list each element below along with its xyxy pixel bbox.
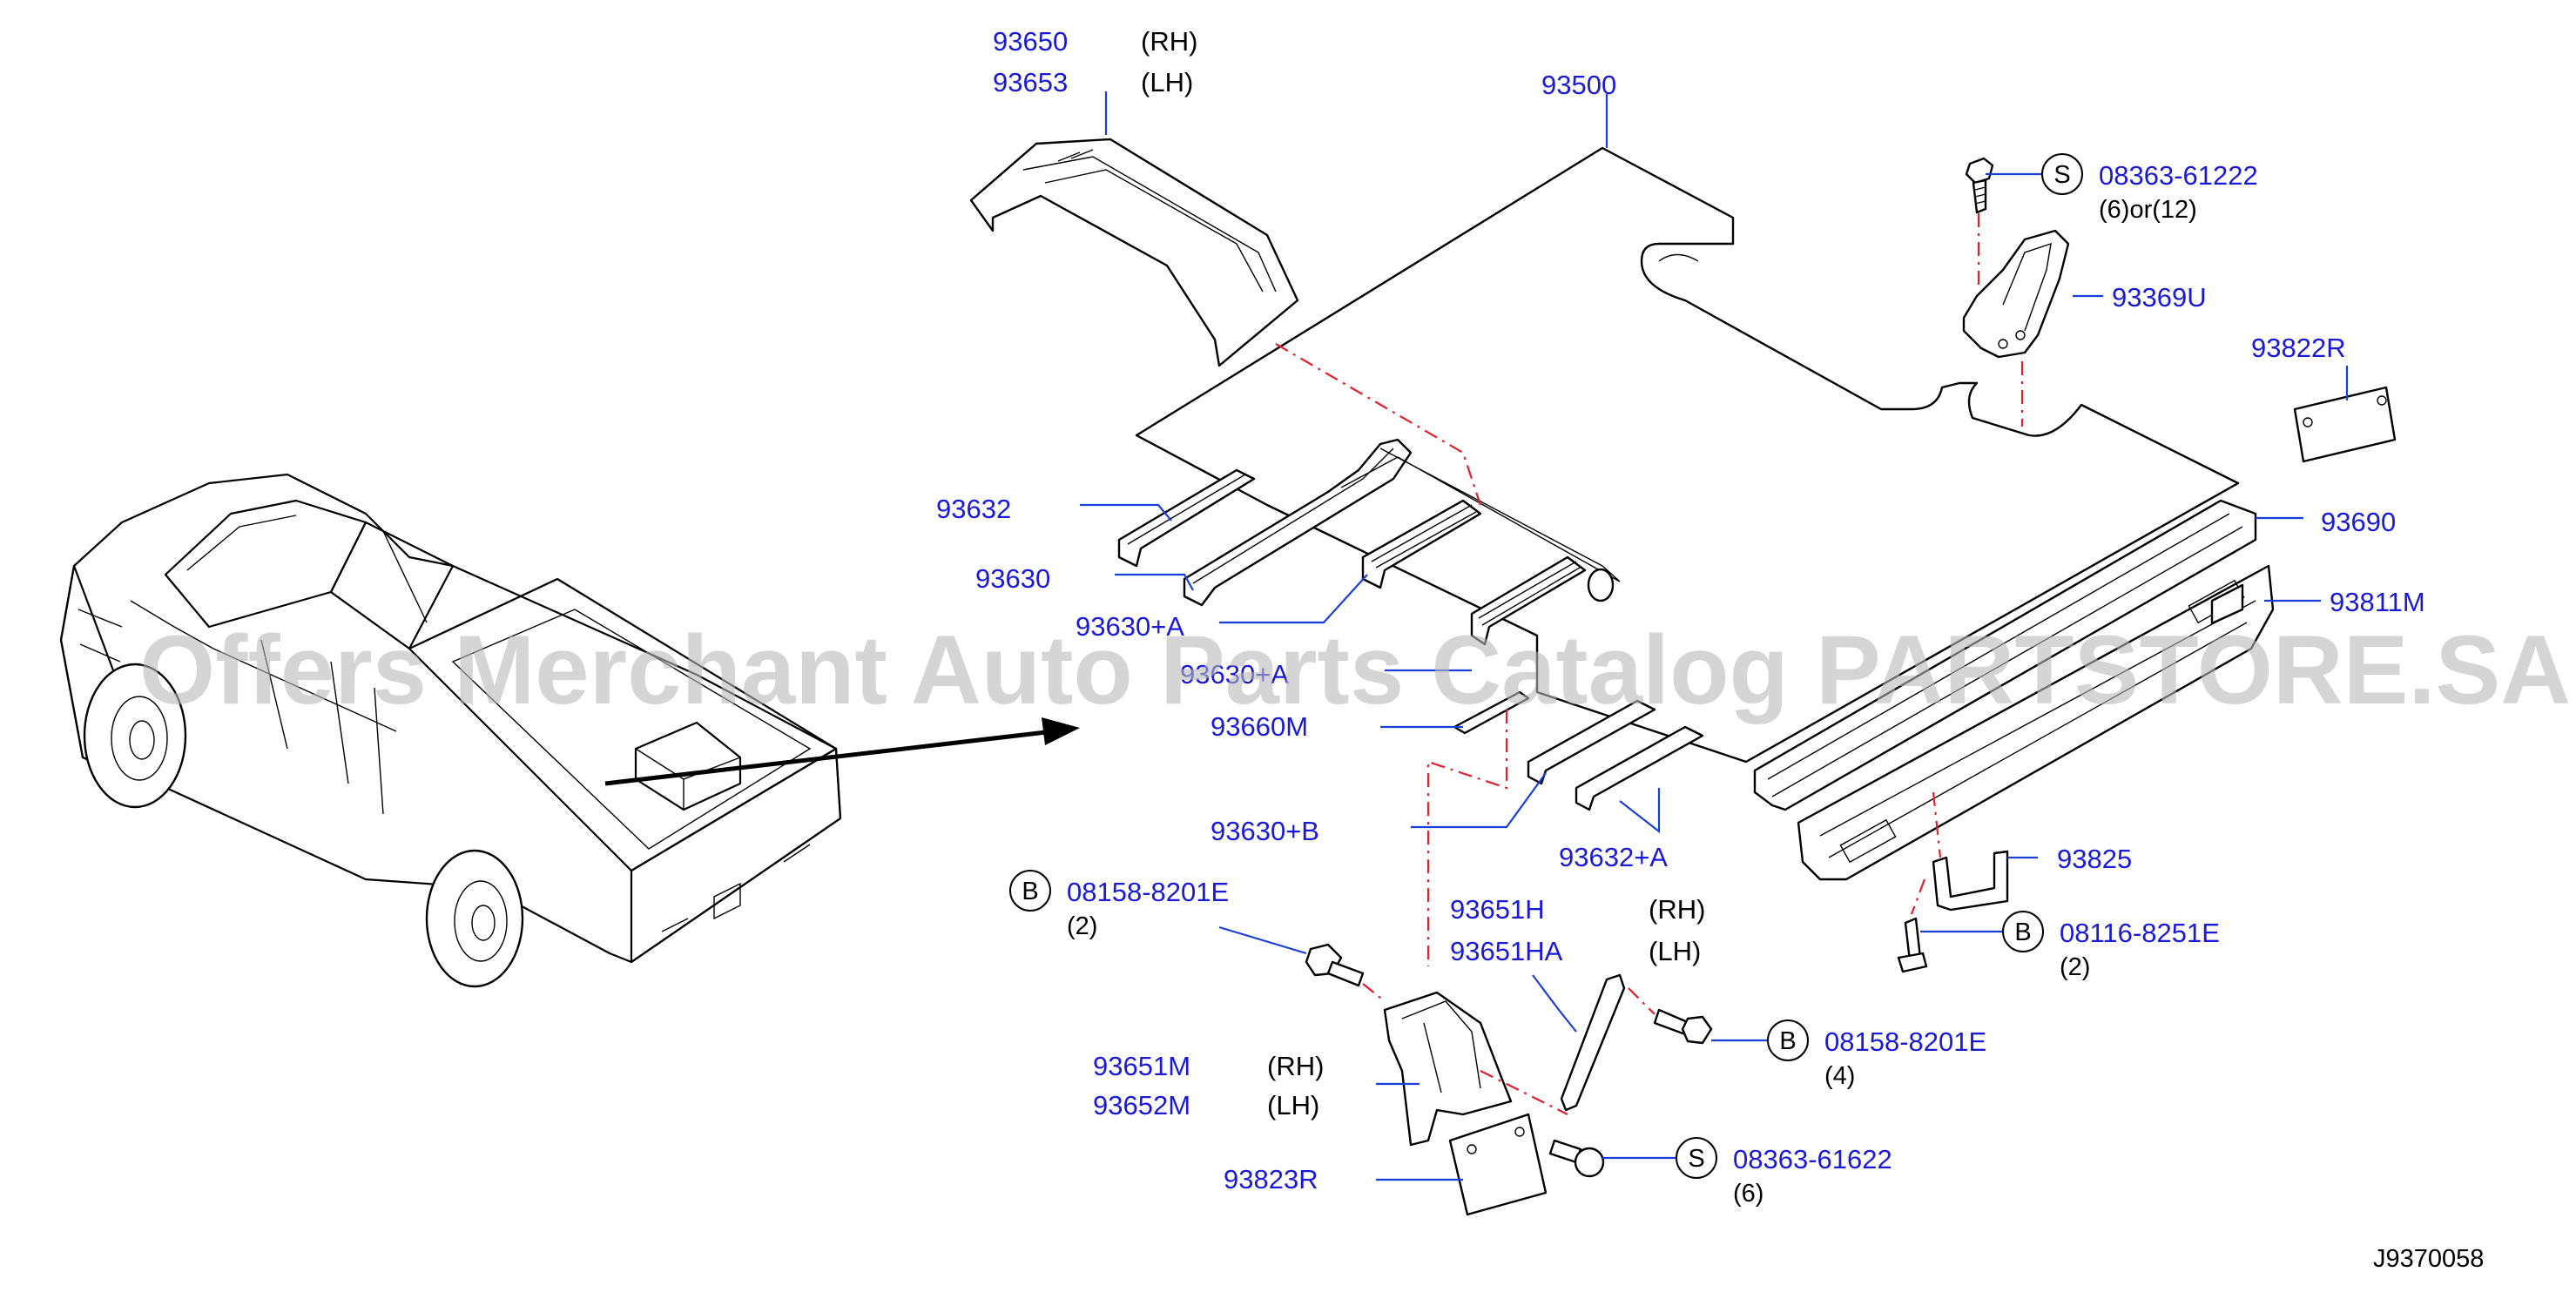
label-93651m: 93651M: [1093, 1051, 1190, 1081]
fastener-symbol: S: [1688, 1145, 1704, 1173]
bracket-93651h: [1560, 973, 1626, 1112]
fastener-symbol-circle: [1009, 870, 1051, 912]
fastener-part-08116-8251e: 08116-8251E: [2060, 918, 2220, 948]
mudflap-93823r: [1448, 1113, 1548, 1216]
label-93660m: 93660M: [1210, 711, 1308, 742]
bracket-93660m: [1453, 690, 1530, 735]
bolt-icon: [1897, 917, 1928, 973]
fastener-part-08158-8201e-4: 08158-8201E: [1824, 1026, 1986, 1057]
rail-93632a: [1575, 725, 1704, 811]
fastener-qty: (2): [1067, 912, 1097, 940]
side-rail-93690: [1753, 499, 2257, 811]
watermark: Offers Merchant Auto Parts Catalog PARTS…: [139, 616, 2571, 724]
leader-lines: [1080, 91, 2349, 1181]
label-93652m: 93652M: [1093, 1090, 1190, 1120]
bed-mat-93500: [1135, 146, 2240, 764]
bracket-93369u: [1962, 229, 2070, 359]
label-93651h-side: (RH): [1649, 894, 1705, 925]
fastener-symbol-circle: [1676, 1137, 1717, 1179]
label-93823r: 93823R: [1224, 1164, 1318, 1194]
bracket-93651m: [1383, 991, 1513, 1147]
bracket-93825: [1932, 850, 2009, 912]
label-93653-side: (LH): [1141, 67, 1193, 98]
bolt-icon: [1653, 1008, 1713, 1045]
fastener-qty: (2): [2060, 953, 2090, 981]
label-93651ha-side: (LH): [1649, 936, 1701, 966]
label-93650-side: (RH): [1141, 26, 1197, 57]
side-rail-93811m: [1797, 564, 2275, 881]
label-93632-a: 93632+A: [1559, 842, 1668, 872]
crossmember-93630k: [1470, 555, 1587, 646]
screw-icon: [1548, 1139, 1605, 1178]
label-93651m-side: (RH): [1267, 1051, 1324, 1081]
diagram-code: J9370058: [2373, 1245, 2484, 1273]
label-93652m-side: (LH): [1267, 1090, 1319, 1120]
label-93630-a: 93630+A: [1076, 611, 1184, 642]
rail-93632: [1117, 468, 1256, 568]
fastener-symbol: B: [1022, 878, 1038, 905]
label-93822r: 93822R: [2251, 333, 2346, 363]
fastener-symbol-circle: [2002, 911, 2044, 952]
label-93651h: 93651H: [1450, 894, 1545, 925]
fastener-symbol: B: [2014, 919, 2031, 946]
fastener-part-08363-61222: 08363-61222: [2099, 160, 2258, 191]
fastener-qty: (6): [1733, 1180, 1763, 1208]
plate-93822r: [2293, 386, 2397, 463]
label-93811m: 93811M: [2330, 587, 2425, 617]
exploded-parts: [969, 138, 2397, 1216]
label-93630-k: 93630+A: [1180, 659, 1289, 690]
fastener-part-08363-61622: 08363-61622: [1733, 1144, 1892, 1174]
label-93651ha: 93651HA: [1450, 936, 1563, 966]
fastener-part-08158-8201e: 08158-8201E: [1067, 877, 1229, 907]
fastener-symbol-circle: [1767, 1019, 1809, 1061]
pickup-truck-illustration: [59, 473, 1080, 988]
fastener-callouts: S 08363-61222 (6)or(12) B 08158-8201E (2…: [1009, 153, 2258, 1208]
label-93630-b: 93630+B: [1210, 816, 1319, 846]
label-93500: 93500: [1541, 70, 1616, 100]
centerlines: [1275, 213, 2024, 1115]
fastener-qty: (4): [1824, 1062, 1855, 1090]
wheelhouse-cover-93650: [969, 138, 1299, 367]
label-93632: 93632: [936, 494, 1011, 524]
fastener-qty: (6)or(12): [2099, 196, 2197, 224]
label-93825: 93825: [2057, 844, 2132, 874]
label-93653: 93653: [993, 67, 1068, 98]
crossmember-93630b: [1527, 699, 1656, 785]
label-93650: 93650: [993, 26, 1068, 57]
fastener-symbol: S: [2053, 161, 2070, 189]
fastener-symbol: B: [1779, 1027, 1796, 1055]
label-93369u: 93369U: [2112, 282, 2207, 313]
label-93690: 93690: [2321, 507, 2396, 537]
bolt-icon: [1965, 157, 1994, 214]
bolt-icon: [1305, 943, 1365, 987]
label-93630: 93630: [975, 563, 1050, 594]
part-labels: 93650 (RH) 93653 (LH) 93500 93632 93630 …: [936, 26, 2425, 1194]
fastener-symbol-circle: [2041, 153, 2083, 195]
